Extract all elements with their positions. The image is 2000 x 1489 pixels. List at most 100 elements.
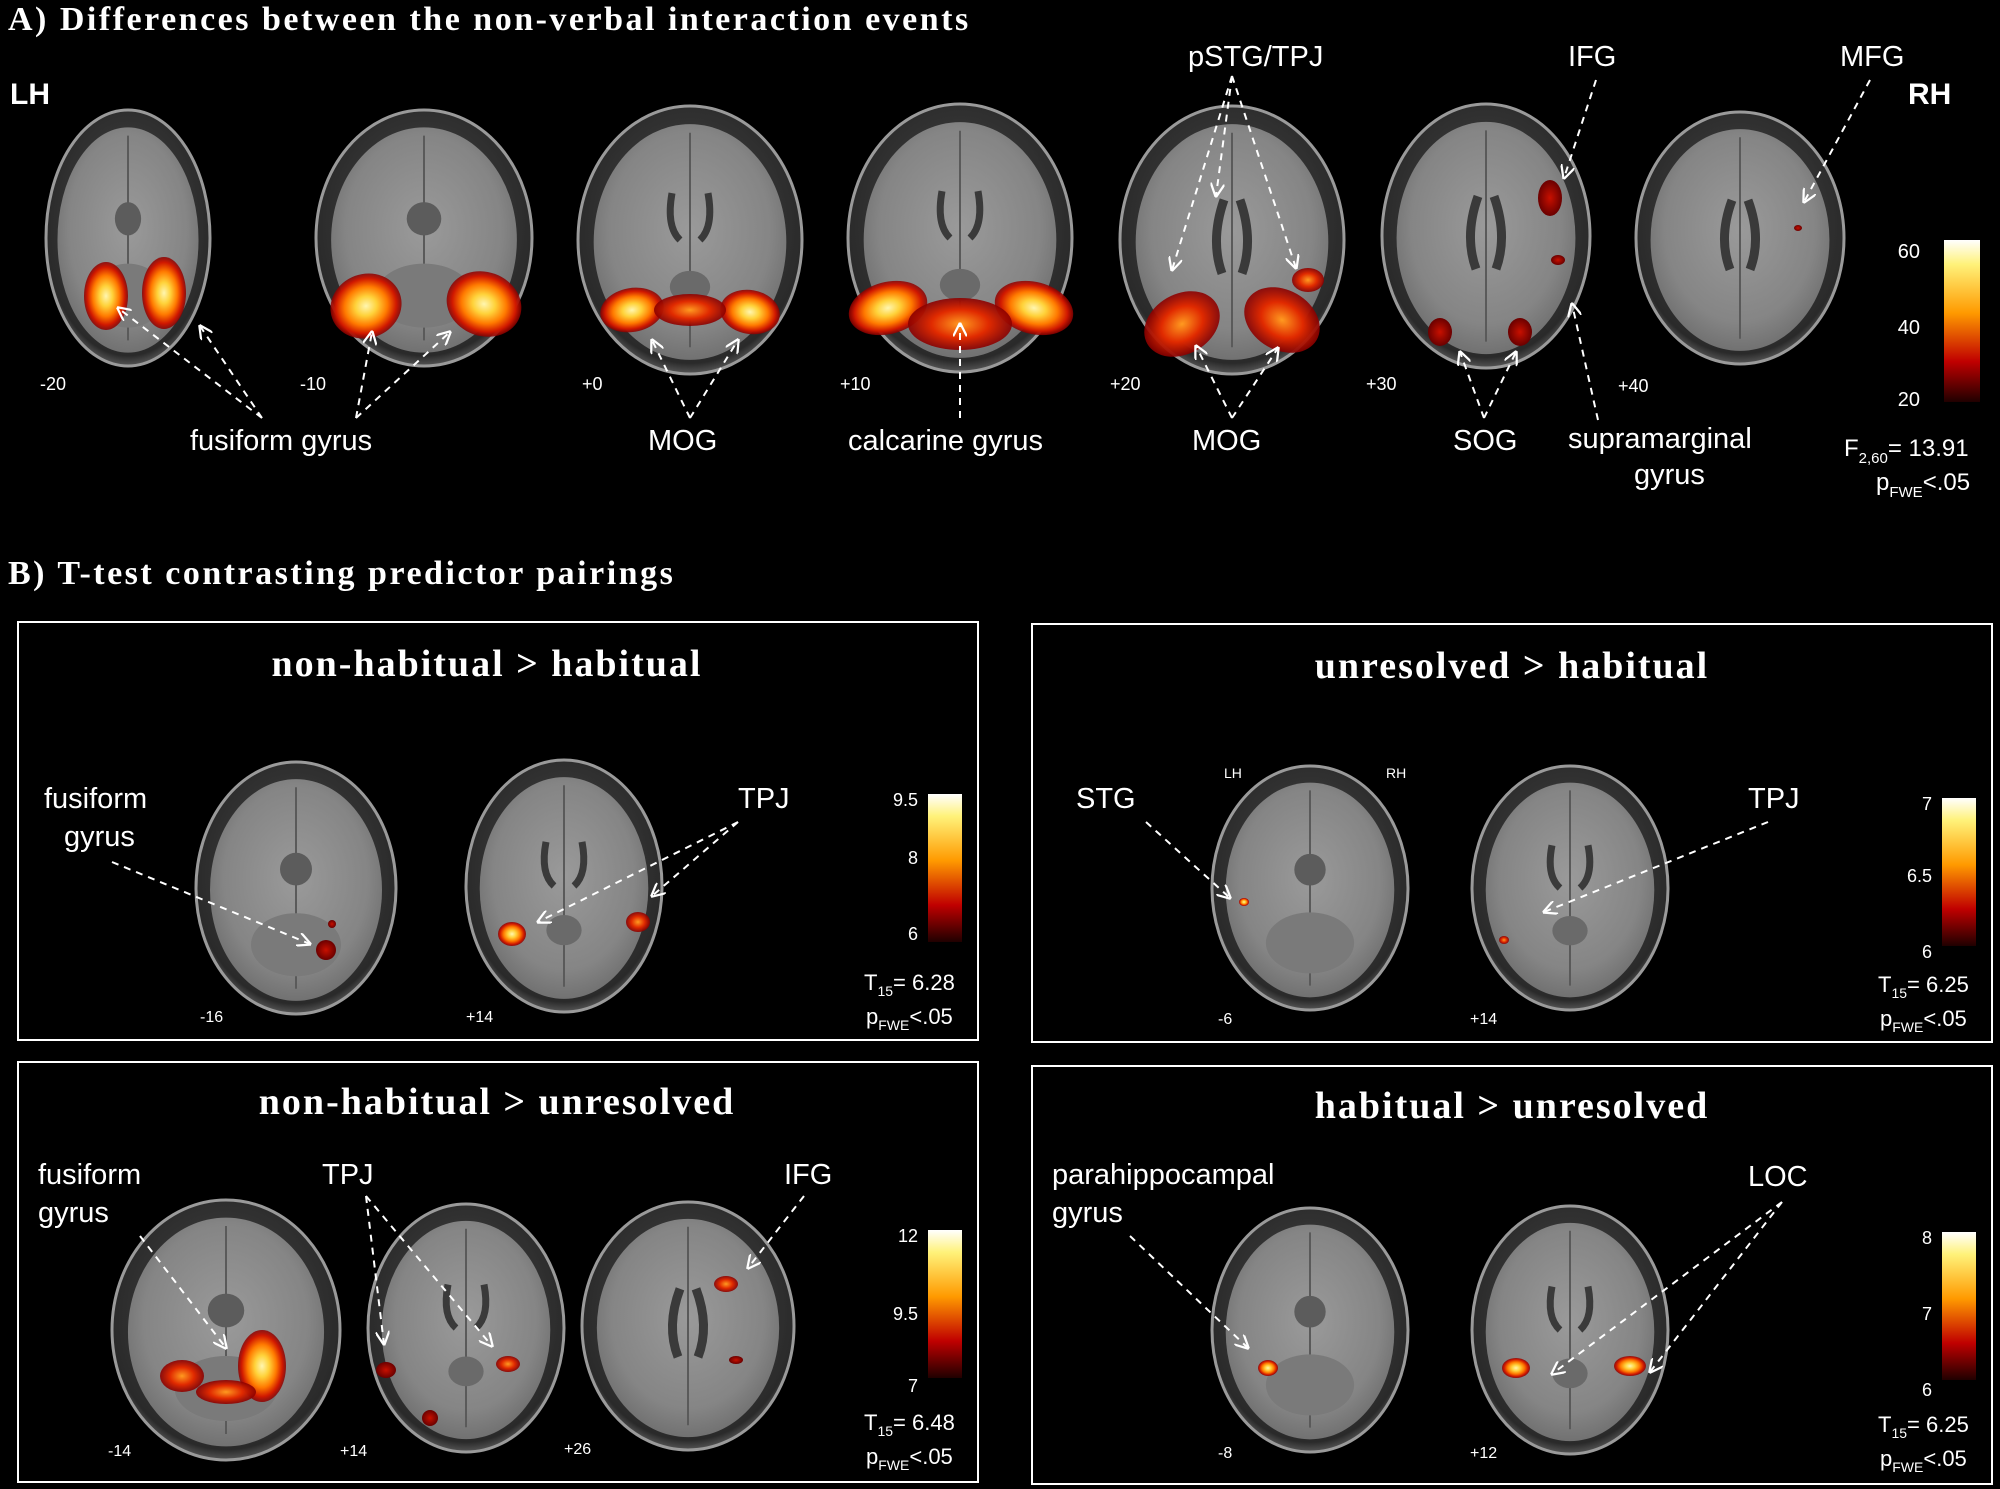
brainstem (114, 202, 142, 236)
ventricles (1546, 844, 1594, 891)
occipital-structure (1552, 1358, 1588, 1389)
activation-cluster (1428, 318, 1452, 346)
activation-cluster (330, 273, 402, 339)
panel-habitual-vs-unresolved (1031, 1065, 1993, 1485)
slice-coordinate-a-1: -20 (40, 374, 66, 394)
slice-coordinate-b-4: +14 (1470, 1011, 1497, 1028)
activation-cluster (142, 257, 186, 329)
label-mog-2: MOG (1192, 425, 1261, 457)
brain-slice-b-6 (366, 1202, 566, 1454)
brainstem (1294, 1295, 1326, 1328)
activation-cluster (316, 940, 336, 960)
brain-slice-a-6 (1380, 102, 1592, 370)
activation-cluster (376, 1362, 396, 1378)
brain-slice-b-2 (464, 758, 664, 1014)
p2-label-tpj: TPJ (1748, 783, 1800, 815)
occipital-structure (448, 1356, 484, 1387)
cb2-min: 6 (1922, 942, 1932, 962)
activation-cluster (714, 1276, 738, 1292)
activation-cluster (600, 287, 664, 333)
brain-slice-a-7 (1634, 110, 1846, 366)
panel-non-habitual-vs-unresolved (17, 1061, 979, 1483)
slice-coordinate-b-9: +12 (1470, 1445, 1497, 1462)
slice-coordinate-b-7: +26 (564, 1441, 591, 1458)
lateral-ventricles (1211, 198, 1253, 276)
lateral-ventricles (1465, 194, 1507, 271)
label-ifg: IFG (1568, 41, 1616, 73)
section-b-arrows (111, 821, 1783, 1374)
ventricles (540, 841, 588, 889)
section-a-colorbar (1944, 240, 1980, 402)
brainstem (280, 852, 312, 886)
activation-cluster (422, 1410, 438, 1426)
ventricles (666, 192, 714, 243)
brain-slice-b-5 (110, 1198, 342, 1462)
ventricles (936, 190, 984, 241)
p1-label-tpj: TPJ (738, 783, 790, 815)
label-sog: SOG (1453, 425, 1517, 457)
activation-cluster (848, 280, 928, 336)
p3-t-stat: T15= 6.48 (864, 1410, 955, 1439)
cb3-mid: 9.5 (893, 1304, 918, 1324)
section-a-p-value: pFWE<.05 (1876, 469, 1970, 501)
activation-cluster (1292, 268, 1324, 292)
colorbar-panel-2 (1942, 798, 1976, 946)
colorbar-panel-1 (928, 794, 962, 942)
activation-cluster (1258, 1360, 1278, 1376)
p1-t-stat: T15= 6.28 (864, 970, 955, 999)
brain-slice-b-8 (1210, 1206, 1410, 1454)
brainstem (207, 1293, 245, 1328)
left-hemisphere-label: LH (10, 78, 50, 111)
slice-coordinate-b-3: -6 (1218, 1011, 1232, 1028)
activation-cluster (626, 912, 650, 932)
activation-cluster (1794, 225, 1802, 231)
cb1-max: 9.5 (893, 790, 918, 810)
activation-cluster (654, 294, 726, 326)
p2-label-rh: RH (1386, 765, 1406, 781)
cb3-max: 12 (898, 1226, 918, 1246)
section-a-arrows (118, 75, 1871, 421)
activation-cluster (1499, 936, 1509, 944)
colorbar-a-max: 60 (1898, 241, 1920, 263)
activation-cluster (446, 271, 522, 337)
panel-3-title: non-habitual > unresolved (259, 1081, 735, 1123)
slice-coordinate-b-6: +14 (340, 1443, 367, 1460)
p4-label-loc: LOC (1748, 1161, 1808, 1193)
p4-p-value: pFWE<.05 (1880, 1446, 1967, 1475)
cb4-mid: 7 (1922, 1304, 1932, 1324)
p3-p-value: pFWE<.05 (866, 1444, 953, 1473)
label-pstg-tpj: pSTG/TPJ (1188, 41, 1323, 73)
occipital-structure (546, 914, 582, 946)
brain-slice-b-3 (1210, 764, 1410, 1012)
slice-coordinate-a-4: +10 (840, 374, 871, 394)
brain-slice-a-2 (314, 108, 534, 368)
label-calcarine-gyrus: calcarine gyrus (848, 425, 1043, 457)
p2-t-stat: T15= 6.25 (1878, 972, 1969, 1001)
right-hemisphere-label: RH (1908, 78, 1951, 111)
activation-cluster (498, 922, 526, 946)
p3-label-fusiform: fusiform (38, 1159, 141, 1191)
activation-cluster (496, 1356, 520, 1372)
lateral-ventricles (667, 1287, 709, 1359)
colorbar-panel-3 (928, 1230, 962, 1378)
brain-slice-b-7 (580, 1200, 796, 1452)
activation-cluster (238, 1330, 286, 1402)
colorbar-a-mid: 40 (1898, 317, 1920, 339)
brain-slice-b-9 (1470, 1204, 1670, 1456)
brain-slice-b-1 (194, 760, 398, 1016)
activation-cluster (1508, 318, 1532, 346)
panel-2-title: unresolved > habitual (1315, 645, 1709, 687)
activation-cluster (729, 1356, 743, 1364)
label-mog-1: MOG (648, 425, 717, 457)
ventricles (442, 1283, 490, 1331)
p3-label-gyrus: gyrus (38, 1197, 109, 1229)
cb3-min: 7 (908, 1376, 918, 1396)
p2-label-stg: STG (1076, 783, 1136, 815)
occipital-structure (939, 268, 981, 301)
p1-label-gyrus: gyrus (64, 821, 135, 853)
colorbar-a-min: 20 (1898, 389, 1920, 411)
section-b-title: B) T-test contrasting predictor pairings (8, 555, 675, 592)
label-mfg: MFG (1840, 41, 1904, 73)
cb2-mid: 6.5 (1907, 866, 1932, 886)
slice-coordinate-b-2: +14 (466, 1009, 493, 1026)
